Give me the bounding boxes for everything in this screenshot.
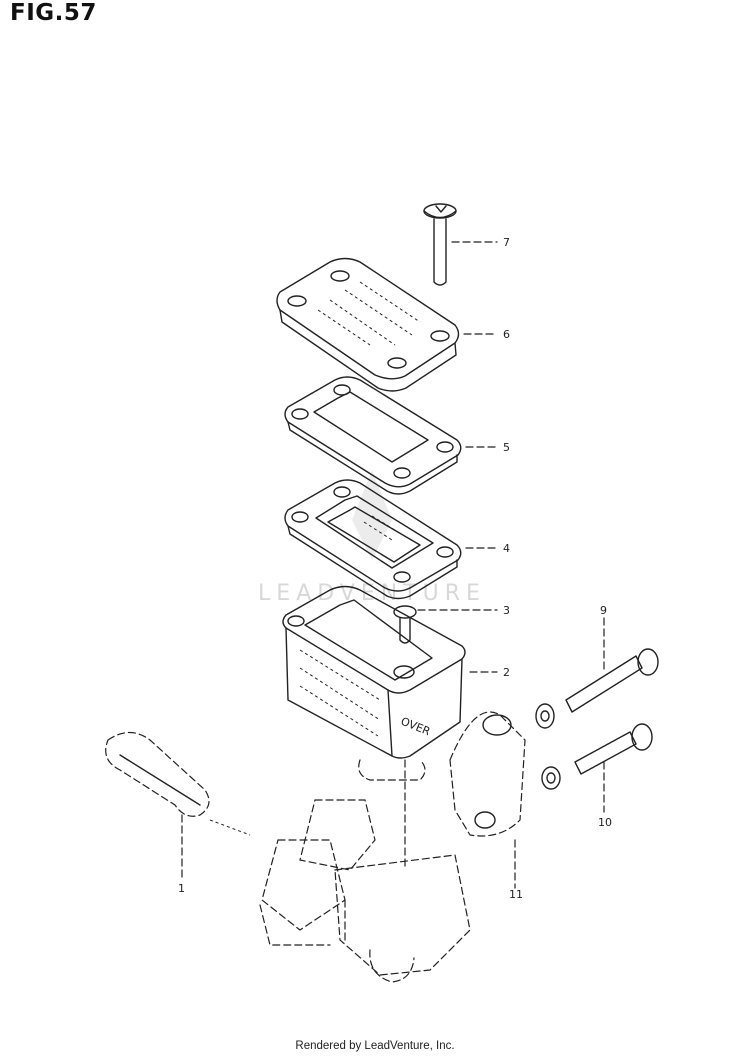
part-3-screw xyxy=(393,605,498,644)
footer-credit: Rendered by LeadVenture, Inc. xyxy=(295,1040,455,1052)
figure-title: FIG.57 xyxy=(10,0,97,26)
callout-3: 3 xyxy=(503,604,510,617)
watermark-text: LEADVENTURE xyxy=(258,581,486,606)
callout-1: 1 xyxy=(178,882,185,895)
callout-7: 7 xyxy=(503,236,510,249)
callout-11: 11 xyxy=(509,888,523,901)
part-6-cap xyxy=(276,257,498,392)
part-5-plate xyxy=(284,376,498,495)
part-1-master-cylinder xyxy=(105,711,526,983)
part-2-reservoir: OVER xyxy=(282,585,498,759)
part-4-diaphragm xyxy=(284,479,498,600)
callout-2: 2 xyxy=(503,666,510,679)
part-10-bolt xyxy=(541,723,653,813)
callout-5: 5 xyxy=(503,441,510,454)
callout-10: 10 xyxy=(598,816,612,829)
callout-4: 4 xyxy=(503,542,510,555)
part-marking-text: OVER xyxy=(399,715,433,739)
part-9-bolt xyxy=(535,617,659,729)
watermark-logo-icon xyxy=(352,470,392,560)
callout-6: 6 xyxy=(503,328,510,341)
part-7-screw xyxy=(423,203,498,286)
callout-9: 9 xyxy=(600,604,607,617)
callout-labels: 7 6 5 4 3 2 9 10 11 1 xyxy=(178,236,612,901)
